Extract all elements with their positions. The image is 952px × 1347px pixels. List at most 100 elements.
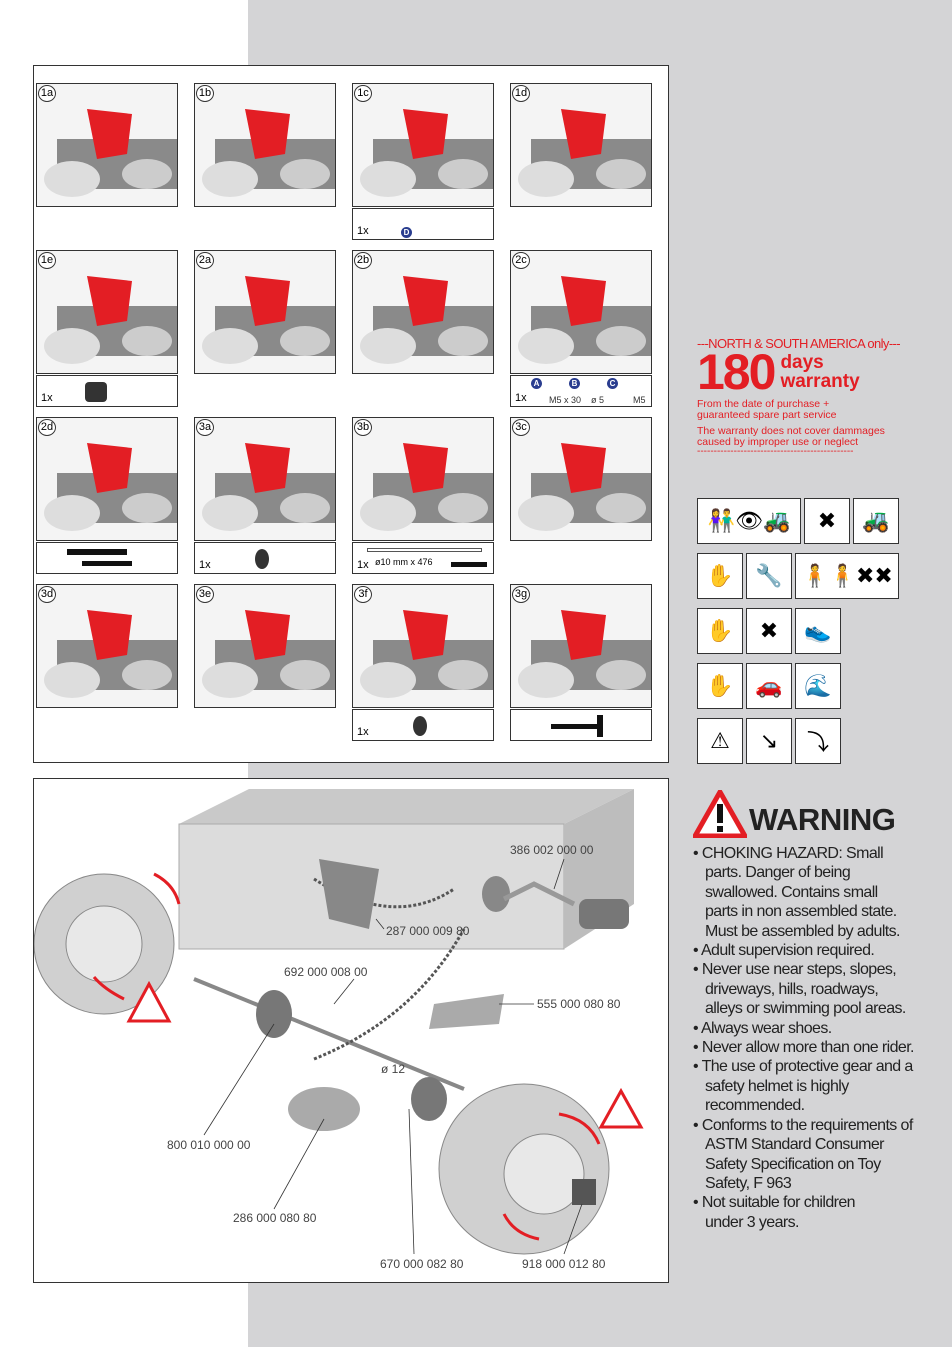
warranty-region: ---NORTH & SOUTH AMERICA only--- [697, 336, 901, 351]
stop-hand-icon: ✋ [697, 663, 743, 709]
warning-triangle-icon: ⚠ [697, 718, 743, 764]
step-2d-image: 2d [36, 417, 178, 541]
step-1d-image: 1d [510, 83, 652, 207]
warranty-days-word: days [780, 352, 824, 373]
step-1c-image: 1c [352, 83, 494, 207]
step-2a-image: 2a [194, 250, 336, 374]
warning-title: WARNING [749, 802, 896, 837]
part-quantity: 1x [41, 392, 53, 404]
step-1e-image: 1e [36, 250, 178, 374]
step-number: 2c [512, 252, 530, 269]
warning-item: CHOKING HAZARD: Small parts. Danger of b… [693, 844, 908, 941]
part-quantity: 1x [357, 225, 369, 237]
warning-triangle-icon [126, 980, 172, 1023]
step-number: 2a [196, 252, 214, 269]
single-rider-pictogram: 🚜 [853, 498, 899, 544]
step-1b-image: 1b [194, 83, 336, 207]
stop-hand-icon: ✋ [697, 553, 743, 599]
warning-item: Conforms to the requirements of ASTM Sta… [693, 1116, 925, 1194]
no-pool-pictogram: 🌊 [795, 663, 841, 709]
part-marker-C: C [607, 378, 618, 389]
step-number: 2b [354, 252, 372, 269]
no-steps-pictogram: ⤵ [795, 718, 841, 764]
no-tools-pictogram: 🔧 [746, 553, 792, 599]
part-marker-A: A [531, 378, 542, 389]
small-part-icon [413, 716, 427, 736]
step-3c-image: 3c [510, 417, 652, 541]
exploded-parts-diagram [34, 789, 644, 1255]
warning-item: Never allow more than one rider. [693, 1038, 933, 1057]
step-number: 3e [196, 586, 214, 603]
warning-item: Adult supervision required. [693, 941, 933, 960]
warning-triangle-icon [598, 1087, 644, 1129]
part-quantity: 1x [515, 392, 527, 404]
step-number: 3g [512, 586, 530, 603]
step-1e-parts-box: 1x [36, 375, 178, 407]
exploded-diagram-panel: 386 002 000 00 287 000 009 80 692 000 00… [33, 778, 669, 1283]
screwdriver-icon [67, 549, 127, 555]
step-number: 3a [196, 419, 214, 436]
small-part-icon [85, 382, 107, 402]
warning-triangle-icon [693, 790, 747, 838]
step-number: 1c [354, 85, 372, 102]
part-quantity: 1x [357, 726, 369, 738]
part-marker-D: D [401, 227, 412, 238]
step-number: 3d [38, 586, 56, 603]
part-label: 286 000 080 80 [233, 1211, 317, 1225]
warranty-line-1: From the date of purchase + guaranteed s… [697, 398, 837, 421]
part-marker-B: B [569, 378, 580, 389]
warranty-divider: ----------------------------------------… [697, 448, 854, 456]
wrench-icon [82, 561, 132, 566]
part-size-label: M5 x 30 [549, 395, 582, 405]
step-3f-image: 3f [352, 584, 494, 708]
step-2c-image: 2c [510, 250, 652, 374]
step-3b-image: 3b [352, 417, 494, 541]
warranty-days-number: 180 [697, 344, 776, 400]
warranty-line-2: The warranty does not cover dammages cau… [697, 425, 885, 448]
step-number: 2d [38, 419, 56, 436]
step-3b-parts-box: 1x ø10 mm x 476 [352, 542, 494, 574]
no-roads-pictogram: 🚗 [746, 663, 792, 709]
part-size-label: ø 5 [591, 395, 605, 405]
part-size-label: M5 [633, 395, 646, 405]
small-part-icon [255, 549, 269, 569]
part-label: 670 000 082 80 [380, 1257, 464, 1271]
step-2b-image: 2b [352, 250, 494, 374]
warning-item: Never use near steps, slopes, driveways,… [693, 960, 915, 1018]
adult-supervision-pictogram: 👫👁🚜 [697, 498, 801, 544]
part-label: 287 000 009 80 [386, 924, 470, 938]
step-3g-image: 3g [510, 584, 652, 708]
warning-section: WARNING CHOKING HAZARD: Small parts. Dan… [693, 790, 933, 1232]
wear-shoes-pictogram: 👟 [795, 608, 841, 654]
warranty-word: warranty [780, 371, 860, 392]
no-slopes-pictogram: ↘ [746, 718, 792, 764]
step-number: 1b [196, 85, 214, 102]
hammer-icon [551, 724, 601, 729]
no-barefoot-pictogram: ✖ [746, 608, 792, 654]
part-label: 386 002 000 00 [510, 843, 594, 857]
hammer-icon [451, 562, 487, 567]
step-1c-parts-box: 1x D [352, 208, 494, 240]
warning-item: The use of protective gear and a safety … [693, 1057, 923, 1115]
part-quantity: 1x [357, 559, 369, 571]
part-label: 692 000 008 00 [284, 965, 368, 979]
stop-hand-icon: ✋ [697, 608, 743, 654]
part-label: ø 12 [381, 1062, 406, 1076]
warning-item: Always wear shoes. [693, 1019, 933, 1038]
part-size-label: ø10 mm x 476 [375, 557, 433, 567]
part-label: 555 000 080 80 [537, 997, 621, 1011]
age-people-pictogram: 🧍🧍✖✖ [795, 553, 899, 599]
step-number: 1e [38, 252, 56, 269]
step-3e-image: 3e [194, 584, 336, 708]
step-2d-parts-box [36, 542, 178, 574]
step-number: 3b [354, 419, 372, 436]
step-number: 3c [512, 419, 530, 436]
part-label: 800 010 000 00 [167, 1138, 251, 1152]
warranty-block: ---NORTH & SOUTH AMERICA only--- 180 day… [697, 336, 907, 456]
step-3d-image: 3d [36, 584, 178, 708]
step-3a-parts-box: 1x [194, 542, 336, 574]
part-label: 918 000 012 80 [522, 1257, 606, 1271]
no-multiple-riders-pictogram: ✖ [804, 498, 850, 544]
part-quantity: 1x [199, 559, 211, 571]
